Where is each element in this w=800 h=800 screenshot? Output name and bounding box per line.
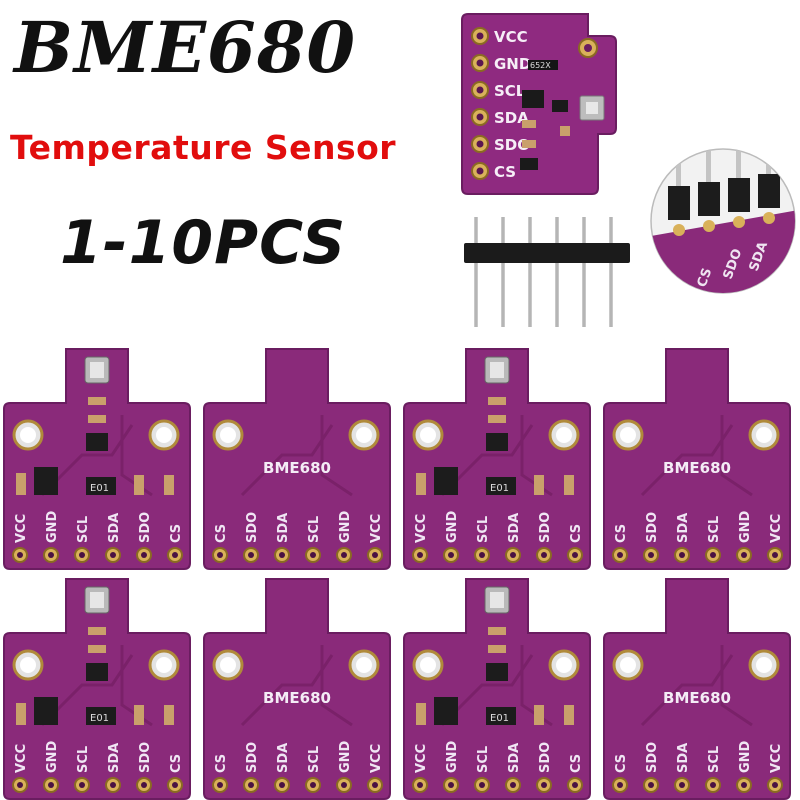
board-pin-label: SDA — [107, 743, 122, 773]
hero-board-image: VCC GND SCL SDA SDO CS 652X — [461, 13, 617, 195]
board-pin-label: GND — [738, 510, 753, 543]
board-pin-label: CS — [614, 524, 629, 543]
hero-pin-label: GND — [494, 55, 531, 73]
board-pin-label: SDO — [245, 742, 260, 773]
board-pin-label: VCC — [769, 744, 784, 773]
hero-chip-code: 652X — [530, 61, 551, 70]
board-chip-code: E01 — [90, 713, 109, 724]
board-pin-label: SDO — [538, 742, 553, 773]
board-pin-label: VCC — [369, 744, 384, 773]
quantity-label: 1-10PCS — [60, 208, 347, 278]
board-pin-label: SDO — [645, 742, 660, 773]
board-pin-label: SCL — [307, 516, 322, 543]
board-pin-label: VCC — [414, 514, 429, 543]
board-pin-label: GND — [45, 740, 60, 773]
board-back-label: BME680 — [263, 689, 331, 707]
board-pin-label: VCC — [14, 744, 29, 773]
board-pin-label: CS — [214, 524, 229, 543]
board-chip-code: E01 — [90, 483, 109, 494]
board-pin-label: GND — [338, 740, 353, 773]
board-pin-label: SDO — [138, 742, 153, 773]
board-pin-label: SCL — [476, 516, 491, 543]
board-pin-label: SDA — [276, 743, 291, 773]
board-pin-label: SCL — [476, 746, 491, 773]
board-pin-label: SDA — [507, 743, 522, 773]
board-back-label: BME680 — [663, 689, 731, 707]
board-chip-code: E01 — [490, 713, 509, 724]
board-back-label: BME680 — [263, 459, 331, 477]
product-subtitle: Temperature Sensor — [10, 128, 397, 167]
board-pin-label: SCL — [76, 746, 91, 773]
board-pin-label: CS — [169, 524, 184, 543]
hero-pin-label: VCC — [494, 28, 528, 46]
board-pin-label: VCC — [414, 744, 429, 773]
board-pin-label: CS — [614, 754, 629, 773]
zoom-pin-label: CS — [695, 266, 716, 289]
hero-pin-label: SDA — [494, 109, 529, 127]
board-pin-label: CS — [569, 524, 584, 543]
hero-pin-label: CS — [494, 163, 516, 181]
hero-pin-label: SCL — [494, 82, 526, 100]
board-pin-label: CS — [569, 754, 584, 773]
board-pin-label: SDA — [676, 743, 691, 773]
board-pin-label: SCL — [76, 516, 91, 543]
board-pin-label: SDO — [138, 512, 153, 543]
board-pin-label: GND — [738, 740, 753, 773]
board-pin-label: CS — [169, 754, 184, 773]
board-pin-label: CS — [214, 754, 229, 773]
board-pin-label: GND — [445, 740, 460, 773]
board-chip-code: E01 — [490, 483, 509, 494]
board-pin-label: SDO — [538, 512, 553, 543]
board-pin-label: SDA — [276, 513, 291, 543]
board-pin-label: VCC — [369, 514, 384, 543]
board-back-label: BME680 — [663, 459, 731, 477]
board-pin-label: SDA — [676, 513, 691, 543]
board-pin-label: VCC — [769, 514, 784, 543]
board-pin-label: GND — [445, 510, 460, 543]
board-pin-label: SCL — [707, 516, 722, 543]
board-pin-label: SCL — [707, 746, 722, 773]
board-pin-label: VCC — [14, 514, 29, 543]
board-pin-label: SDO — [245, 512, 260, 543]
board-pin-label: SCL — [307, 746, 322, 773]
board-pin-label: GND — [45, 510, 60, 543]
board-pin-label: SDO — [645, 512, 660, 543]
board-pin-label: SDA — [107, 513, 122, 543]
board-pin-label: SDA — [507, 513, 522, 543]
hero-pin-label: SDO — [494, 136, 530, 154]
pin-header-image — [464, 217, 630, 327]
product-title: BME680 — [14, 6, 357, 89]
board-pin-label: GND — [338, 510, 353, 543]
